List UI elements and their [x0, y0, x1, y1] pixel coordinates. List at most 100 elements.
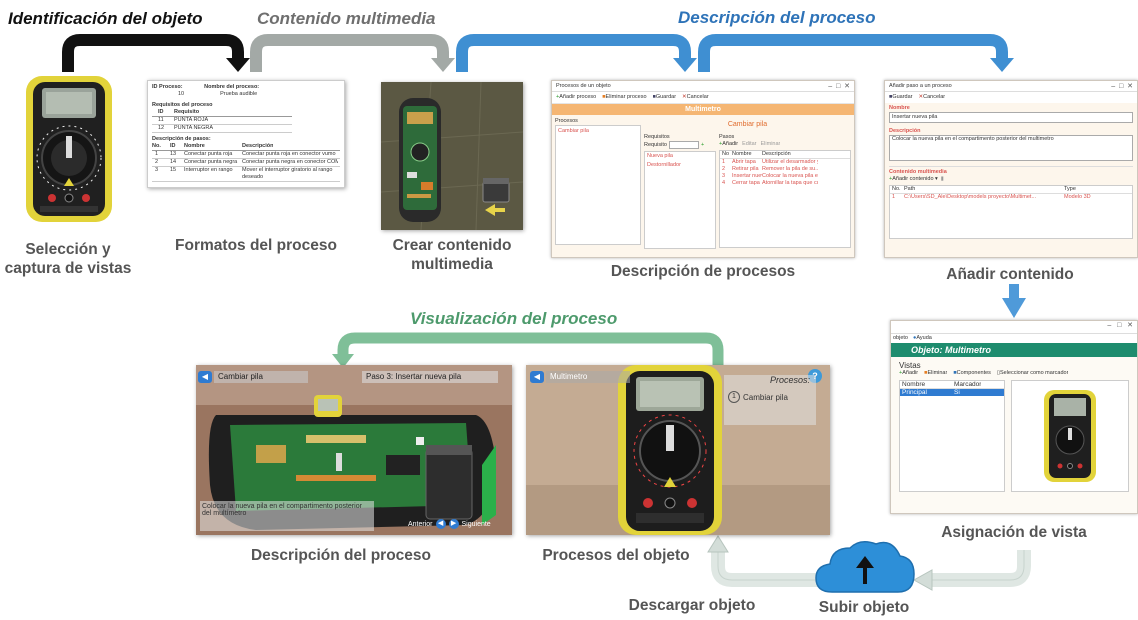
window-controls[interactable]: – □ ✕ — [1107, 322, 1133, 329]
trash-icon[interactable]: ▮ — [940, 176, 944, 182]
format-req-name: PUNTA ROJA — [174, 117, 209, 123]
stage-title-multimedia: Contenido multimedia — [257, 9, 436, 28]
processes-label: Procesos — [555, 118, 578, 124]
arrow-multimedia — [250, 34, 449, 72]
delete-view-button[interactable]: ■Eliminar — [924, 370, 948, 376]
stage-title-descripcion: Descripción del proceso — [678, 8, 876, 27]
caption-descripcion-proceso: Descripción del proceso — [250, 547, 432, 564]
back-icon[interactable]: ◀ — [530, 371, 544, 383]
add-requirement-icon[interactable]: + — [700, 141, 705, 148]
set-marker-button[interactable]: ▯Seleccionar como marcador — [996, 370, 1069, 376]
process-format-document: ID Proceso: 10 Nombre del proceso: Prueb… — [147, 80, 345, 188]
views-header: Marcador — [954, 381, 982, 388]
add-step-button[interactable]: +Añadir — [719, 141, 739, 147]
format-req-id: 11 — [158, 117, 164, 123]
name-label: Nombre — [889, 105, 910, 111]
requirement-input[interactable] — [668, 141, 699, 149]
requirement-item[interactable]: Nueva pila — [647, 153, 673, 159]
multimeter-thumbnail — [1044, 390, 1096, 482]
trash-icon: ■ — [602, 94, 606, 100]
ar-processes-label: Procesos: — [769, 375, 810, 385]
processes-window: Procesos de un objeto – □ ✕ +Añadir proc… — [551, 80, 855, 258]
step-desc: Atornillar la tapa que cu... — [762, 180, 818, 186]
prev-button[interactable]: ◀ — [435, 519, 446, 529]
save-icon: ■ — [889, 94, 893, 100]
requirement-item[interactable]: Destornillador — [647, 162, 681, 168]
cloud-icon — [815, 541, 915, 593]
window-controls[interactable]: – □ ✕ — [1111, 83, 1133, 90]
step-name-input[interactable]: Insertar nueva pila — [889, 112, 1133, 123]
ar-process-scene — [196, 365, 512, 535]
step-desc: Remover la pila de su... — [762, 166, 818, 172]
add-view-button[interactable]: +Añadir — [899, 370, 919, 376]
view-row-selected[interactable]: Principal Si — [900, 389, 1004, 396]
arrow-visualizacion — [337, 332, 724, 366]
edit-step-button[interactable]: Editar — [742, 141, 757, 147]
ar-processes-panel: Procesos: 1 Cambiar pila — [724, 375, 816, 425]
step-description-input[interactable]: Colocar la nueva pila en el compartiment… — [889, 135, 1133, 161]
requirements-label: Requisitos — [644, 134, 670, 140]
delete-step-button[interactable]: Eliminar — [760, 141, 781, 147]
save-button[interactable]: ■Guardar — [652, 94, 677, 100]
format-step-id: 15 — [170, 167, 177, 173]
steps-label: Pasos — [719, 134, 735, 140]
delete-process-button[interactable]: ■Eliminar proceso — [602, 94, 647, 100]
window-controls[interactable]: – □ ✕ — [828, 83, 850, 90]
step-name[interactable]: Insertar nueva pila — [732, 173, 762, 179]
format-step-name: Conectar punta negra — [184, 159, 238, 165]
menu-ayuda[interactable]: ●Ayuda — [913, 335, 932, 341]
caption-descripcion-procesos: Descripción de procesos — [610, 263, 796, 280]
processes-window-title: Procesos de un objeto — [556, 82, 611, 89]
caption-procesos-objeto: Procesos del objeto — [542, 547, 690, 564]
caption-anadir: Añadir contenido — [946, 266, 1074, 283]
next-button[interactable]: ▶ — [448, 519, 459, 529]
ar-object-scene — [526, 365, 830, 535]
next-label: Siguiente — [461, 520, 491, 528]
format-step-no: 2 — [155, 159, 159, 165]
format-id-value: 10 — [178, 91, 185, 97]
content-header: Type — [1064, 186, 1076, 192]
view-preview — [1011, 380, 1129, 492]
add-step-window: Añadir paso a un proceso – □ ✕ ■Guardar … — [884, 80, 1138, 258]
format-req-header-id: ID — [158, 109, 164, 115]
3d-model-viewport — [380, 81, 524, 231]
ar-process-item[interactable]: 1 Cambiar pila — [728, 391, 816, 403]
menu-objeto[interactable]: objeto — [893, 335, 908, 341]
ar-process-view: ◀ Cambiar pila Paso 3: Insertar nueva pi… — [196, 365, 512, 535]
views-header: Nombre — [902, 381, 926, 388]
format-req-name: PUNTA NEGRA — [174, 125, 214, 131]
format-steps-title: Descripción de pasos: — [152, 136, 211, 142]
description-label: Descripción — [889, 128, 921, 134]
back-icon[interactable]: ◀ — [198, 371, 212, 383]
stage-title-identificacion: Identificación del objeto — [8, 9, 203, 28]
object-header: Multimetro — [552, 104, 854, 115]
steps-header: Descripción — [762, 151, 791, 157]
save-button[interactable]: ■Guardar — [889, 94, 913, 100]
step-name[interactable]: Abrir tapa — [732, 159, 756, 165]
format-req-id: 12 — [158, 125, 165, 131]
cancel-button[interactable]: ✕Cancelar — [682, 94, 709, 100]
step-name[interactable]: Cerrar tapa — [732, 180, 760, 186]
format-step-header: Descripción — [242, 143, 274, 149]
components-button[interactable]: ■Componentes — [953, 370, 991, 376]
cancel-button[interactable]: ✕Cancelar — [918, 94, 946, 100]
views-label: Vistas — [899, 361, 921, 370]
format-id-label: ID Proceso: — [152, 84, 183, 90]
step-name[interactable]: Retirar pila — [732, 166, 759, 172]
process-list-item[interactable]: Cambiar pila — [558, 128, 589, 134]
prev-label: Anterior — [408, 520, 433, 528]
format-step-no: 3 — [155, 167, 159, 173]
format-step-name: Interruptor en rango — [184, 167, 233, 173]
content-path[interactable]: C:\Users\SD_Ale\Desktop\models proyecto\… — [904, 194, 1037, 200]
object-window: – □ ✕ objeto ●Ayuda Objeto: Multimetro V… — [890, 320, 1138, 514]
close-icon: ✕ — [918, 94, 924, 100]
add-content-button[interactable]: +Añadir contenido ▾ — [889, 176, 938, 182]
format-step-header: No. — [152, 143, 161, 149]
caption-asignacion: Asignación de vista — [941, 524, 1087, 541]
selected-process-title: Cambiar pila — [727, 121, 768, 128]
add-step-window-title: Añadir paso a un proceso — [889, 82, 952, 89]
content-no: 1 — [892, 194, 896, 200]
requirement-field-label: Requisito — [644, 141, 667, 148]
save-icon: ■ — [652, 94, 656, 100]
add-process-button[interactable]: +Añadir proceso — [556, 94, 597, 100]
